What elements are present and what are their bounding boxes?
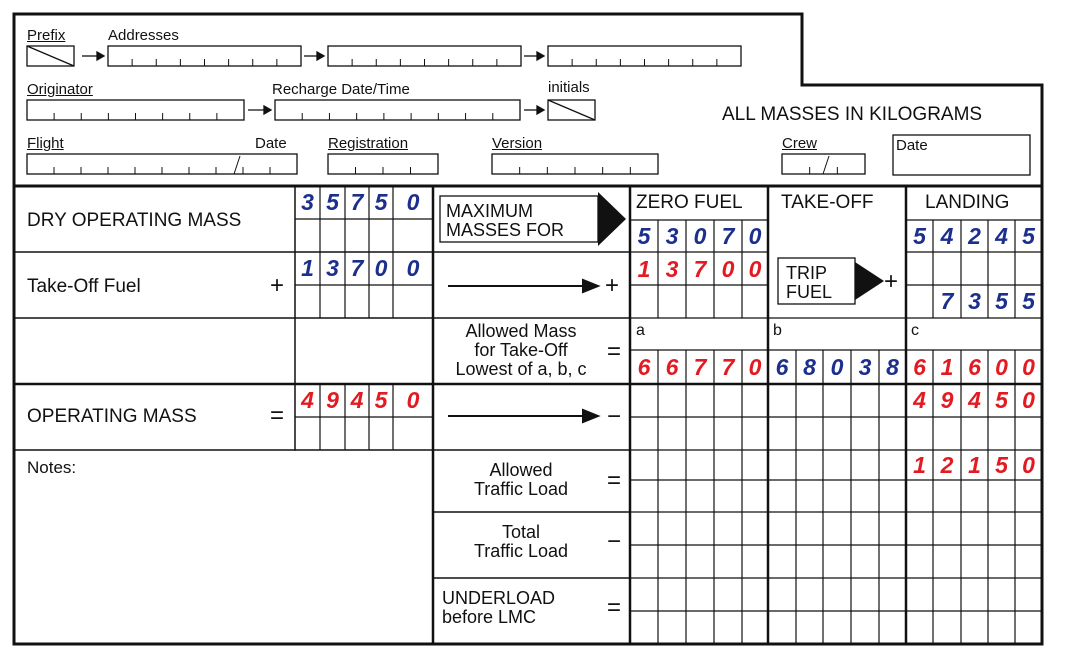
originator-label: Originator — [27, 81, 93, 98]
operating-mass-equals: = — [270, 402, 285, 429]
allowed-traffic-load-equals: = — [607, 467, 622, 494]
dry-operating-mass-digit: 0 — [406, 189, 420, 215]
landing-operating-mass-digit: 4 — [913, 387, 926, 413]
take-off-fuel-digit: 7 — [350, 255, 364, 281]
max-zero-fuel-digit: 7 — [721, 223, 735, 249]
dry-operating-mass-digit: 7 — [350, 189, 364, 215]
landing-header: LANDING — [925, 192, 1010, 213]
allowed-take-off-c-digit: 6 — [913, 354, 926, 380]
allowed-traffic-load-landing-digit: 5 — [995, 452, 1008, 478]
zero-fuel-take-off-fuel-digit: 1 — [637, 256, 651, 282]
trip-fuel-digit: 7 — [940, 288, 954, 314]
allowed-take-off-b-digit: 8 — [803, 354, 816, 380]
allowed-take-off-b-digit: 8 — [886, 354, 899, 380]
take-off-header: TAKE-OFF — [781, 192, 874, 213]
allowed-take-off-c-digit: 0 — [1022, 354, 1035, 380]
initials-label: initials — [548, 79, 590, 96]
allowed-take-off-c-digit: 0 — [995, 354, 1008, 380]
allowed-take-off-b-digit: 3 — [858, 354, 872, 380]
dry-operating-mass-digit: 5 — [326, 189, 339, 215]
max-zero-fuel-digit: 0 — [748, 223, 762, 249]
allowed-take-off-a-digit: 6 — [637, 354, 651, 380]
date-box-label: Date — [896, 137, 928, 154]
take-off-fuel-digit: 0 — [374, 255, 388, 281]
limit-c-label: c — [911, 322, 919, 339]
max-landing-digit: 2 — [968, 223, 981, 249]
version-label: Version — [492, 135, 543, 152]
registration-label: Registration — [328, 135, 409, 152]
trip-fuel-digit: 3 — [968, 288, 981, 314]
crew-label: Crew — [782, 135, 818, 152]
operating-mass-label: OPERATING MASS — [27, 406, 197, 427]
operating-mass-digit: 4 — [301, 387, 314, 413]
landing-operating-mass-digit: 9 — [940, 387, 954, 413]
take-off-fuel-plus: + — [270, 272, 285, 299]
underload-equals: = — [607, 594, 622, 621]
operating-mass-digit: 9 — [326, 387, 339, 413]
zero-fuel-take-off-fuel-digit: 0 — [748, 256, 762, 282]
landing-operating-mass-digit: 4 — [968, 387, 981, 413]
notes-label: Notes: — [27, 458, 77, 477]
recharge-datetime-label: Recharge Date/Time — [272, 81, 410, 98]
max-zero-fuel-digit: 0 — [693, 223, 707, 249]
allowed-traffic-load-landing-digit: 0 — [1022, 452, 1035, 478]
allowed-take-off-b-digit: 6 — [775, 354, 789, 380]
operating-mass-digit: 4 — [350, 387, 364, 413]
addresses-label: Addresses — [108, 27, 179, 44]
landing-operating-mass-digit: 0 — [1022, 387, 1035, 413]
zero-fuel-header: ZERO FUEL — [636, 192, 743, 213]
allowed-take-off-a-digit: 0 — [748, 354, 762, 380]
limit-b-label: b — [773, 322, 782, 339]
allowed-traffic-load-landing-digit: 1 — [968, 452, 981, 478]
allowed-traffic-load-landing-digit: 1 — [913, 452, 926, 478]
operating-mass-arrow-minus: − — [607, 403, 622, 430]
dry-operating-mass-label: DRY OPERATING MASS — [27, 210, 242, 231]
flight-date-label: Date — [255, 135, 287, 152]
take-off-fuel-arrow-plus: + — [605, 272, 620, 299]
total-traffic-load-minus: − — [607, 528, 622, 555]
operating-mass-digit: 5 — [374, 387, 388, 413]
allowed-take-off-c-digit: 6 — [968, 354, 981, 380]
trip-fuel-digit: 5 — [995, 288, 1008, 314]
dry-operating-mass-digit: 3 — [301, 189, 314, 215]
prefix-label: Prefix — [27, 27, 66, 44]
allowed-take-off-a-digit: 7 — [721, 354, 735, 380]
trip-fuel-plus: + — [884, 268, 899, 295]
allowed-take-off-c-digit: 1 — [940, 354, 954, 380]
limit-a-label: a — [636, 322, 645, 339]
flight-label: Flight — [27, 135, 64, 152]
zero-fuel-take-off-fuel-digit: 0 — [721, 256, 735, 282]
allowed-take-off-b-digit: 0 — [830, 354, 844, 380]
allowed-mass-equals: = — [607, 338, 622, 365]
dry-operating-mass-digit: 5 — [374, 189, 388, 215]
take-off-fuel-digit: 3 — [326, 255, 339, 281]
max-zero-fuel-digit: 3 — [665, 223, 679, 249]
max-landing-digit: 5 — [1022, 223, 1035, 249]
max-landing-digit: 4 — [995, 223, 1008, 249]
take-off-fuel-digit: 1 — [301, 255, 314, 281]
zero-fuel-take-off-fuel-digit: 7 — [693, 256, 707, 282]
all-masses-note: ALL MASSES IN KILOGRAMS — [722, 104, 983, 125]
allowed-take-off-a-digit: 7 — [693, 354, 707, 380]
operating-mass-digit: 0 — [406, 387, 420, 413]
zero-fuel-take-off-fuel-digit: 3 — [665, 256, 679, 282]
allowed-traffic-load-landing-digit: 2 — [940, 452, 954, 478]
max-landing-digit: 5 — [913, 223, 926, 249]
max-zero-fuel-digit: 5 — [637, 223, 651, 249]
take-off-fuel-label: Take-Off Fuel — [27, 276, 141, 297]
trip-fuel-digit: 5 — [1022, 288, 1035, 314]
allowed-take-off-a-digit: 6 — [665, 354, 679, 380]
max-landing-digit: 4 — [940, 223, 954, 249]
take-off-fuel-digit: 0 — [406, 255, 420, 281]
landing-operating-mass-digit: 5 — [995, 387, 1008, 413]
